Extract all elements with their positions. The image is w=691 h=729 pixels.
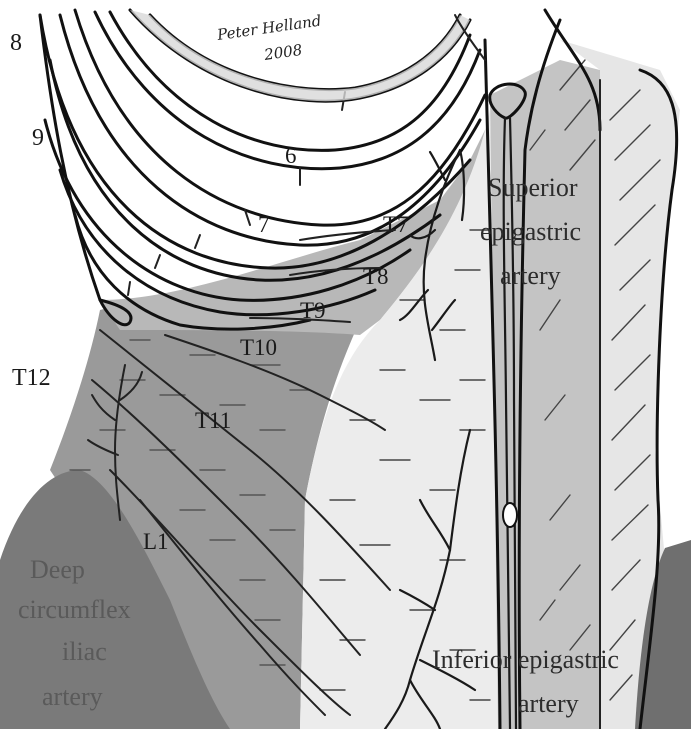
nerve-label-t11: T11 bbox=[195, 408, 231, 433]
nerve-label-t10: T10 bbox=[240, 335, 277, 360]
rib-label-8: 8 bbox=[10, 30, 22, 56]
svg-text:Deep: Deep bbox=[30, 555, 85, 584]
rib-label-7: 7 bbox=[258, 212, 270, 237]
svg-text:artery: artery bbox=[42, 682, 103, 711]
nerve-label-t12: T12 bbox=[12, 365, 51, 391]
svg-text:Inferior epigastric: Inferior epigastric bbox=[432, 645, 619, 674]
nerve-label-l1: L1 bbox=[143, 529, 169, 554]
svg-text:artery: artery bbox=[518, 689, 579, 718]
svg-text:epigastric: epigastric bbox=[480, 217, 581, 246]
nerve-label-t7: T7 bbox=[383, 212, 409, 237]
nerve-label-t9: T9 bbox=[300, 298, 326, 323]
svg-text:Superior: Superior bbox=[488, 173, 578, 202]
svg-text:iliac: iliac bbox=[62, 637, 107, 666]
svg-text:circumflex: circumflex bbox=[18, 595, 131, 624]
rib-label-6: 6 bbox=[285, 143, 297, 168]
rib-label-9: 9 bbox=[32, 125, 44, 151]
svg-text:artery: artery bbox=[500, 261, 561, 290]
nerve-label-t8: T8 bbox=[363, 264, 389, 289]
